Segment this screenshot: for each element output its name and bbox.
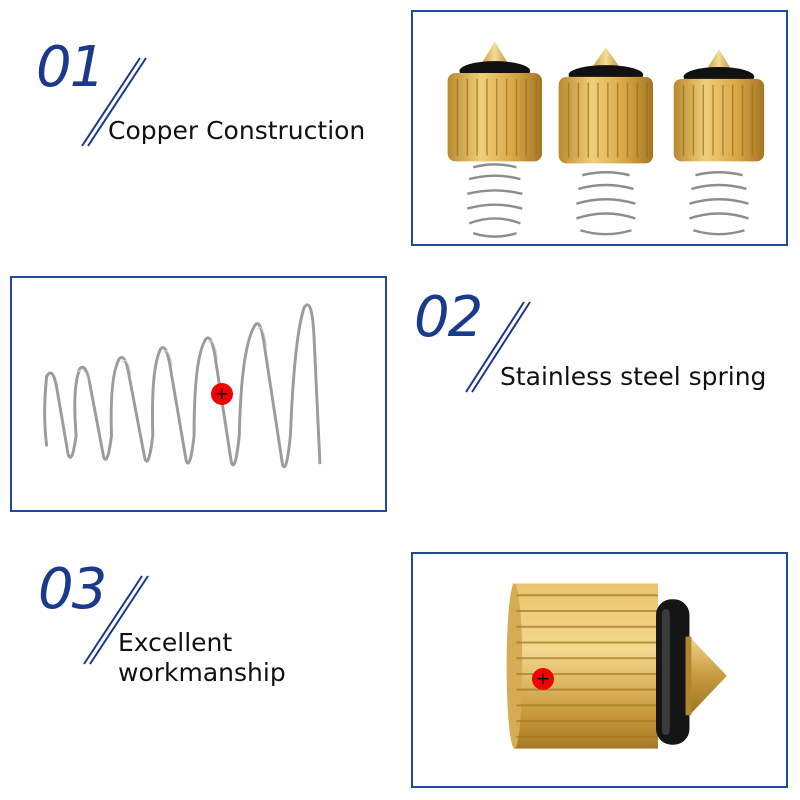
brass-valve-2 — [558, 47, 654, 236]
slash-divider-02 — [465, 301, 531, 393]
feature-label-copper: Copper Construction — [108, 116, 366, 145]
product-image-spring — [10, 276, 387, 512]
slash-divider-03 — [83, 575, 149, 665]
steel-spring-illustration — [43, 303, 322, 469]
image-marker-spring: + — [211, 383, 233, 405]
product-image-brass-valves — [411, 10, 788, 246]
brass-valve-closeup-illustration — [506, 583, 727, 749]
slash-divider-01 — [81, 57, 147, 147]
feature-label-workmanship-line1: Excellent — [118, 628, 233, 657]
feature-number-01: 01 — [36, 35, 105, 100]
brass-valve-3 — [673, 49, 765, 236]
feature-label-spring: Stainless steel spring — [500, 362, 767, 391]
feature-number-02: 02 — [414, 285, 483, 350]
brass-valve-1 — [447, 41, 542, 238]
feature-label-workmanship-line2: workmanship — [118, 658, 286, 687]
product-image-brass-closeup — [411, 552, 788, 788]
brass-valves-illustration — [447, 41, 765, 238]
feature-number-03: 03 — [38, 557, 107, 622]
image-marker-closeup: + — [532, 668, 554, 690]
